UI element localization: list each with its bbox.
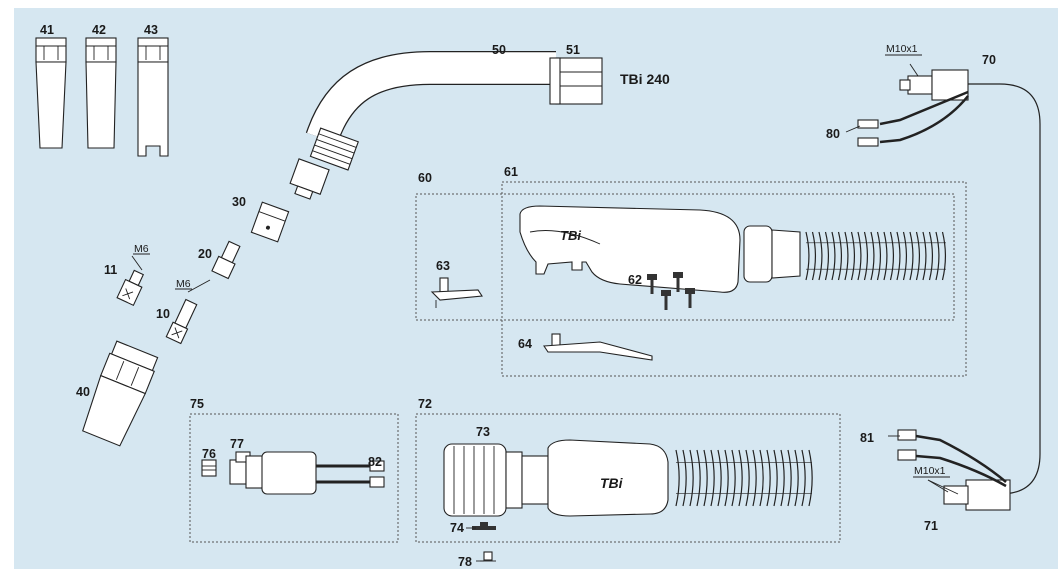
wire-80a	[879, 90, 969, 126]
label-20: 20	[198, 247, 212, 261]
label-81: 81	[860, 431, 874, 445]
gas-nozzle-40	[82, 340, 159, 447]
diffuser-30	[250, 201, 290, 243]
label-51: 51	[566, 43, 580, 57]
label-78: 78	[458, 555, 472, 569]
thread-label-m10-top: M10x1	[886, 43, 918, 55]
label-43: 43	[144, 23, 158, 37]
handle-logo: TBi	[560, 228, 581, 243]
label-50: 50	[492, 43, 506, 57]
switch-77	[229, 451, 385, 495]
label-72: 72	[418, 397, 432, 411]
label-40: 40	[76, 385, 90, 399]
thread-label-m6-b: M6	[176, 278, 191, 290]
clip-74	[472, 522, 496, 530]
terminal-80b	[857, 137, 879, 147]
label-70: 70	[982, 53, 996, 67]
neck-fitting-51	[549, 57, 603, 105]
thread-label-m6-a: M6	[134, 243, 149, 255]
contact-tip-10	[165, 298, 198, 345]
connector-logo: TBi	[600, 475, 624, 491]
trigger-64	[543, 333, 653, 361]
contact-tip-11	[116, 269, 145, 307]
connector-72: TBi	[443, 439, 669, 517]
terminal-81a	[897, 429, 917, 441]
wire-80b	[879, 95, 969, 144]
model-name: TBi 240	[620, 71, 670, 87]
terminal-80a	[857, 119, 879, 129]
label-75: 75	[190, 397, 204, 411]
leader-lines	[131, 63, 959, 562]
label-74: 74	[450, 521, 464, 535]
contact-tip-holder-20	[211, 240, 241, 280]
nozzle-41	[35, 37, 67, 149]
label-82: 82	[368, 455, 382, 469]
label-10: 10	[156, 307, 170, 321]
nozzle-43	[137, 37, 169, 157]
label-42: 42	[92, 23, 106, 37]
spring-72	[675, 449, 813, 507]
label-73: 73	[476, 425, 490, 439]
trigger-63	[430, 277, 483, 308]
label-63: 63	[436, 259, 450, 273]
box-60	[415, 193, 955, 321]
handle-61: TBi	[519, 205, 801, 293]
hose-cable	[948, 83, 1041, 495]
nozzle-42	[85, 37, 117, 149]
label-11: 11	[104, 263, 117, 277]
label-64: 64	[518, 337, 532, 351]
label-71: 71	[924, 519, 938, 533]
label-80: 80	[826, 127, 840, 141]
label-41: 41	[40, 23, 54, 37]
label-76: 76	[202, 447, 216, 461]
terminal-81b	[897, 449, 917, 461]
nut-76	[201, 459, 217, 477]
wire-81b	[915, 454, 1007, 488]
thread-label-m10-bottom: M10x1	[914, 465, 946, 477]
screws-62	[647, 272, 695, 310]
wire-81a	[915, 434, 1007, 483]
label-77: 77	[230, 437, 244, 451]
label-60: 60	[418, 171, 432, 185]
spring-61	[805, 231, 947, 281]
label-62: 62	[628, 273, 642, 287]
torch-neck	[289, 51, 556, 200]
box-61	[501, 181, 967, 377]
label-30: 30	[232, 195, 246, 209]
box-72	[415, 413, 841, 543]
label-61: 61	[504, 165, 518, 179]
box-75	[189, 413, 399, 543]
